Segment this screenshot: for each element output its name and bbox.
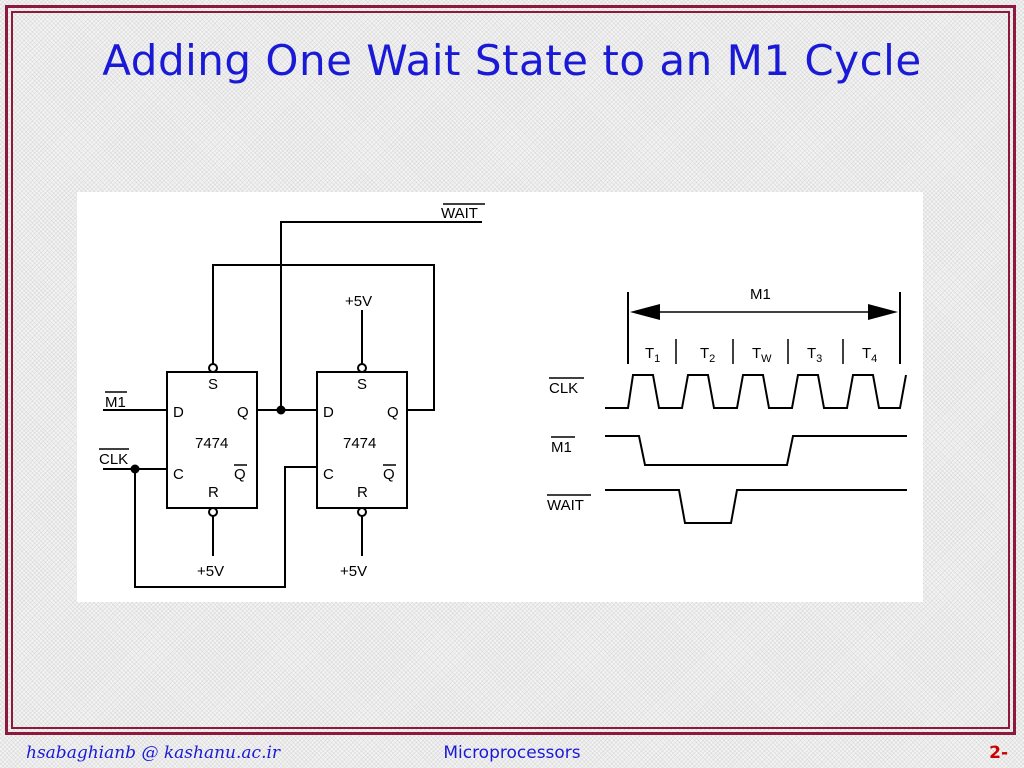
label-vcc-bottom-left: +5V [197,563,224,580]
footer-page-number: 2- [989,743,1008,763]
bubble-right-s [357,363,367,373]
timing-wait-label: WAIT [547,497,584,514]
timing-diagram [547,292,907,524]
m1-arrow-right [868,304,898,320]
chip-left-name: 7474 [195,435,228,452]
m1-arrow-left [630,304,660,320]
junction-wait [276,405,286,415]
wait-waveform [605,489,907,524]
label-clk-input: CLK [99,451,128,468]
slide-title: Adding One Wait State to an M1 Cycle [102,36,922,85]
chip-right-pin-r: R [357,484,368,501]
chip-left-pin-s: S [208,376,218,393]
slide-inner-border [11,11,1010,729]
chip-right-name: 7474 [343,435,376,452]
chip-right-pin-c: C [323,466,334,483]
chip-right-pin-q: Q [387,404,399,421]
label-vcc-top: +5V [345,293,372,310]
bubble-left-r [208,507,218,517]
footer-course: Microprocessors [443,743,581,763]
chip-right-pin-s: S [357,376,367,393]
bubble-right-r [357,507,367,517]
circuit-figure: WAIT +5V M1 CLK +5V +5V S D Q 7474 C Q R… [77,192,923,602]
chip-right-pin-qbar: Q [383,466,395,483]
wire-clk-branch [134,466,317,588]
state-label-2: T2 [700,345,715,365]
wire-wait [280,221,482,410]
state-label-3: T3 [807,345,822,365]
chip-right-pin-d: D [323,404,334,421]
footer-author: hsabaghianb @ kashanu.ac.ir [26,743,281,763]
label-vcc-bottom-right: +5V [340,563,367,580]
junction-clk [130,464,140,474]
state-label-wait: TW [752,345,772,365]
chip-left-pin-q: Q [237,404,249,421]
chip-left-pin-qbar: Q [234,466,246,483]
state-label-1: T1 [645,345,660,365]
m1-waveform [605,435,907,466]
label-m1-input: M1 [105,394,126,411]
bubble-left-s [208,363,218,373]
timing-m1-cycle-label: M1 [750,286,771,303]
chip-left-pin-d: D [173,404,184,421]
slide-outer-border [5,5,1016,735]
timing-m1-label: M1 [551,439,572,456]
clk-waveform [605,374,907,409]
chip-left-pin-c: C [173,466,184,483]
chip-left-pin-r: R [208,484,219,501]
wire-q-to-s [212,264,435,411]
label-wait: WAIT [441,205,478,222]
figure-svg: WAIT +5V M1 CLK +5V +5V S D Q 7474 C Q R… [99,203,907,588]
timing-clk-label: CLK [549,380,578,397]
circuit-wires [99,203,485,588]
state-label-4: T4 [862,345,877,365]
